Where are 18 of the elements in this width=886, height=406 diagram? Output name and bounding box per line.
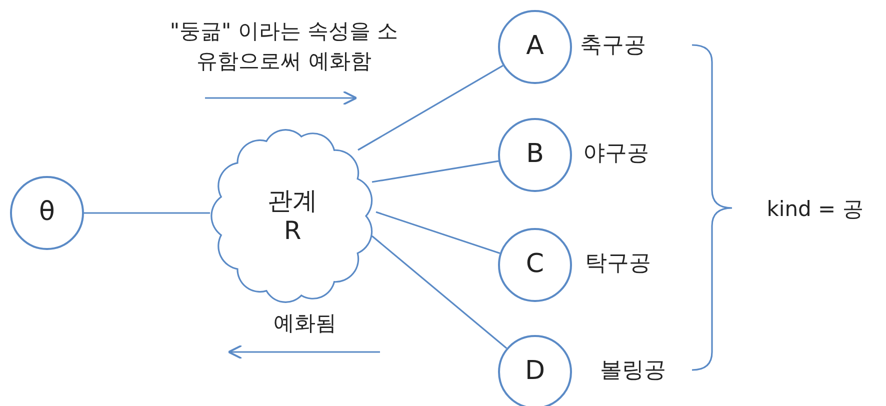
item-label: 볼링공 bbox=[600, 357, 666, 385]
node-label: 관계 R bbox=[266, 186, 318, 246]
node-label: A bbox=[526, 32, 544, 62]
annotation-text: "둥긂" 이라는 속성을 소유함으로써 예화함 bbox=[168, 18, 400, 76]
connector-line bbox=[84, 212, 210, 214]
item-label: 축구공 bbox=[580, 32, 646, 60]
annotation-text: 예화됨 bbox=[272, 310, 338, 337]
connector-line bbox=[371, 235, 508, 349]
node-label: C bbox=[526, 250, 544, 280]
connector-line bbox=[372, 160, 499, 183]
connector-line bbox=[358, 64, 504, 151]
item-label: 야구공 bbox=[583, 140, 649, 168]
annotation-text: kind = 공 bbox=[766, 196, 864, 223]
node-label: B bbox=[526, 140, 544, 170]
item-label: 탁구공 bbox=[585, 250, 651, 278]
node-label: θ bbox=[39, 198, 55, 228]
connector-line bbox=[376, 211, 500, 254]
node-label: D bbox=[524, 357, 546, 387]
